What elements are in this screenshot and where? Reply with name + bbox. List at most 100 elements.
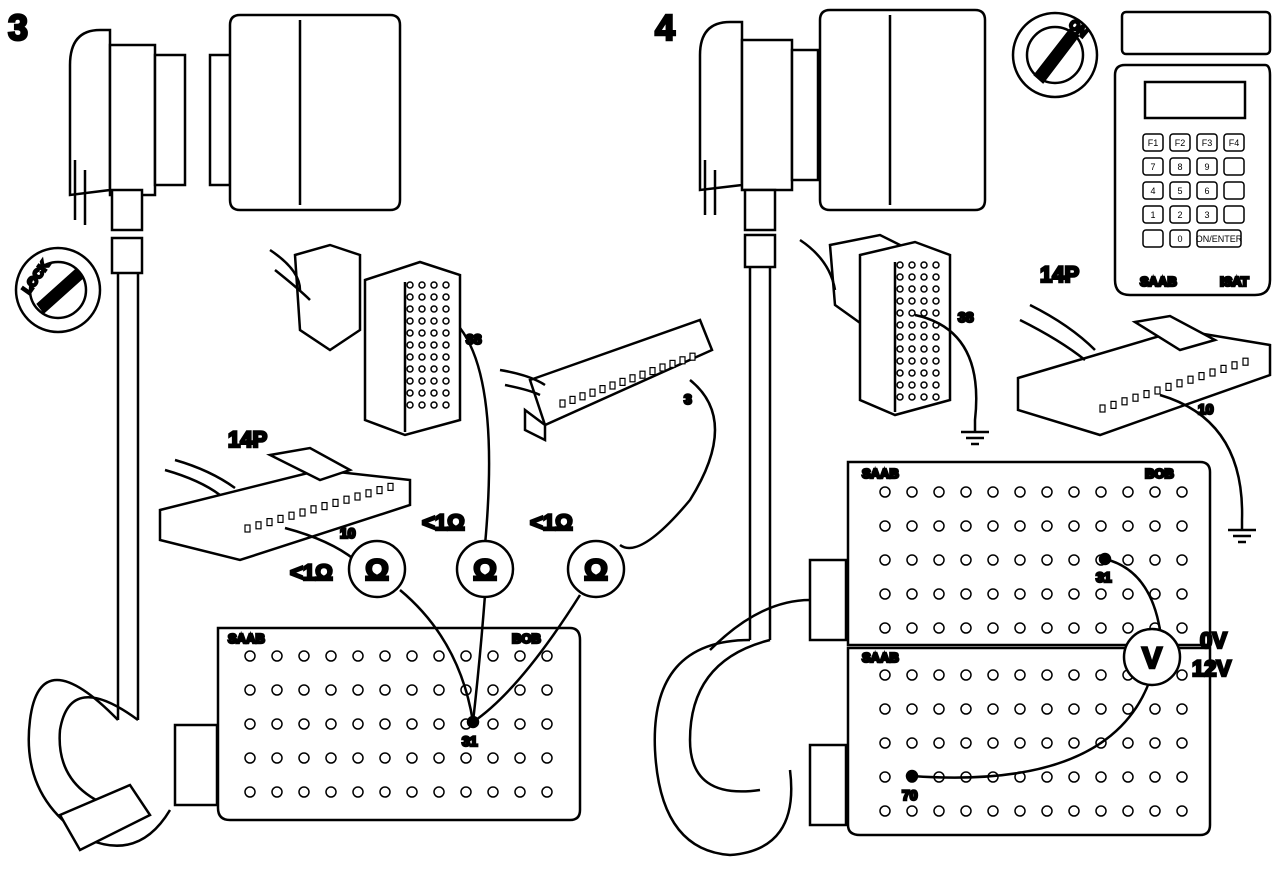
isat-key-label: 1 [1150, 210, 1155, 220]
connector-pin [1231, 361, 1238, 370]
bob-socket [906, 486, 918, 498]
reading-left: <1Ω [290, 560, 333, 585]
bob-socket [1014, 486, 1026, 498]
bob-socket [906, 622, 918, 634]
connector-pin [321, 502, 328, 511]
connector-pin [418, 341, 426, 349]
connector-pin [406, 293, 414, 301]
bob-socket [1176, 520, 1188, 532]
connector-pin [908, 261, 916, 269]
isat-key-label: F3 [1202, 138, 1213, 148]
bob-socket [352, 786, 364, 798]
bob-socket [960, 588, 972, 600]
bob-socket [987, 588, 999, 600]
bob-socket [460, 786, 472, 798]
bob-socket [541, 718, 553, 730]
bob-socket [960, 805, 972, 817]
bob-socket [352, 684, 364, 696]
isat-key [1169, 157, 1191, 176]
bob-socket [433, 684, 445, 696]
bob-socket [487, 718, 499, 730]
bob-socket [1176, 737, 1188, 749]
bob-socket [1095, 520, 1107, 532]
connector-pin [908, 309, 916, 317]
connector-pin [920, 357, 928, 365]
isat-key-label: 2 [1177, 210, 1182, 220]
connector-pin [418, 293, 426, 301]
connector-pin [406, 281, 414, 289]
bob-socket [906, 703, 918, 715]
bob-socket [298, 650, 310, 662]
bob-socket [906, 805, 918, 817]
isat-key-label: 6 [1204, 186, 1209, 196]
bob-socket [1095, 805, 1107, 817]
bob-socket [1149, 771, 1161, 783]
connector-pin [896, 393, 904, 401]
bob-socket [933, 737, 945, 749]
bob-socket [960, 520, 972, 532]
ohmmeter-right: Ω [566, 539, 626, 599]
bob-socket [514, 752, 526, 764]
ground-symbol-14p [1228, 528, 1256, 544]
ecu-connector-3 [499, 318, 714, 443]
bob-socket [271, 684, 283, 696]
bob-socket [1041, 805, 1053, 817]
bob-socket [379, 684, 391, 696]
ignition-on-icon: ON [1011, 11, 1099, 99]
bob-socket [879, 622, 891, 634]
connector-pin [908, 381, 916, 389]
pin-label-10-p4: 10 [1198, 401, 1214, 417]
connector-pin [896, 345, 904, 353]
isat-key [1142, 229, 1164, 248]
connector-pin [932, 273, 940, 281]
isat-key [1169, 133, 1191, 152]
panel-4: 4 ON [653, 6, 1272, 857]
bob-socket [1041, 486, 1053, 498]
connector-pin [406, 401, 414, 409]
connector-pin [418, 365, 426, 373]
connector-pin [920, 261, 928, 269]
connector-pin [908, 393, 916, 401]
connector-pin [896, 261, 904, 269]
bob-socket [1014, 520, 1026, 532]
isat-key-label: F2 [1175, 138, 1186, 148]
isat-key-label: ON/ENTER [1196, 234, 1243, 244]
bob-socket [298, 786, 310, 798]
connector-pin [579, 392, 586, 401]
bob-socket [906, 669, 918, 681]
bob-pin-label-70: 70 [902, 787, 918, 803]
connector-pin [1099, 404, 1106, 413]
bob-sockets [244, 650, 553, 798]
bob-socket [379, 786, 391, 798]
connector-pin [920, 381, 928, 389]
connector-pin [896, 369, 904, 377]
bob-socket [879, 703, 891, 715]
connector-pin [619, 377, 626, 386]
bob-socket [1122, 622, 1134, 634]
bob-socket [987, 669, 999, 681]
bob-socket [514, 786, 526, 798]
isat-key-label: 9 [1204, 162, 1209, 172]
connector-pin [406, 305, 414, 313]
bob-socket [879, 771, 891, 783]
connector-pin [932, 357, 940, 365]
bob-socket [933, 622, 945, 634]
bob-socket [1176, 588, 1188, 600]
connector-pin [932, 393, 940, 401]
connector-pin [430, 317, 438, 325]
bob-socket [1014, 805, 1026, 817]
connector-pin [442, 305, 450, 313]
connector-pin [1110, 400, 1117, 409]
bob-socket [1122, 703, 1134, 715]
bob-socket [960, 737, 972, 749]
bob-plug-upper [808, 558, 848, 642]
connector-14p-label-p4: 14P [1040, 262, 1079, 287]
bob-socket [244, 718, 256, 730]
test-leads-3 [284, 327, 717, 724]
connector-pin [418, 305, 426, 313]
bob-socket [541, 684, 553, 696]
bob-socket [1122, 805, 1134, 817]
connector-pin [332, 498, 339, 507]
connector-pin [406, 329, 414, 337]
panel-3: 3 LOCK [7, 6, 717, 852]
